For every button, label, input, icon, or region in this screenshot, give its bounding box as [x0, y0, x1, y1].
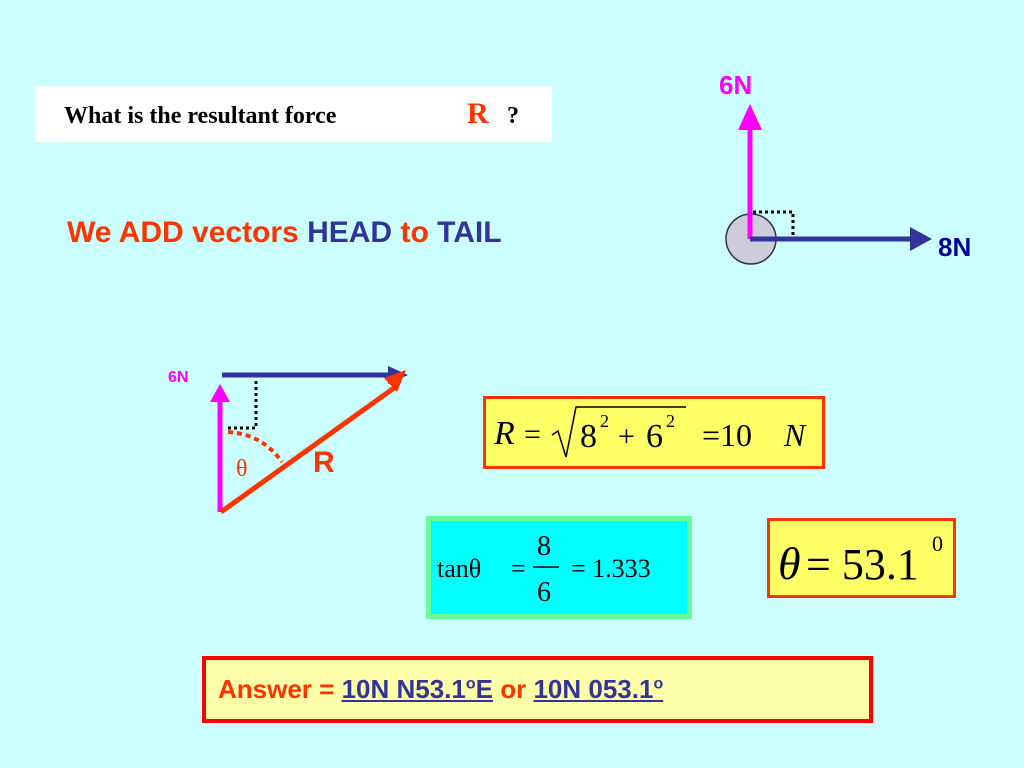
right-angle-marker	[753, 210, 795, 236]
rule-text: We ADD vectors HEAD to TAIL	[67, 216, 502, 250]
eq-tan-result: = 1.333	[571, 554, 651, 583]
rule-part4: TAIL	[437, 216, 502, 249]
vertical-arrowhead	[738, 104, 762, 130]
answer-option1-sup: o	[465, 675, 476, 693]
eq-tan-equals: =	[511, 554, 526, 583]
triangle-vector-diagram	[210, 366, 408, 515]
eq-r-equals: =	[524, 418, 541, 451]
eq-r-lhs: R	[493, 415, 515, 452]
answer-option2: 10N 053.1o	[533, 674, 663, 704]
tangent-equation: tanθ = 8 6 = 1.333	[437, 531, 651, 608]
resultant-equation-box: R = 8 2 + 6 2 =10 N	[483, 396, 825, 469]
eq-r-a-exp: 2	[600, 411, 609, 431]
answer-option1-tail: E	[475, 674, 493, 704]
horizontal-arrowhead	[910, 227, 932, 251]
angle-arc	[227, 430, 284, 464]
eq-r-b-exp: 2	[666, 411, 675, 431]
rule-part1: We ADD vectors	[67, 216, 299, 249]
resultant-label: R	[313, 446, 335, 479]
answer-option2-main: 10N 053.1	[533, 674, 654, 704]
answer-option1-main: 10N N53.1	[341, 674, 466, 704]
resultant-vector	[219, 385, 396, 515]
triangle-6n-label: 6N	[168, 369, 189, 386]
answer-option1: 10N N53.1oE	[342, 674, 493, 704]
eq-tan-num: 8	[537, 531, 551, 562]
eq-tan-fn: tanθ	[437, 554, 481, 583]
question-text: What is the resultant force	[64, 103, 337, 129]
question-box: What is the resultant force R ?	[35, 86, 552, 142]
eq-theta-value: = 53.1	[806, 540, 919, 589]
answer-box: Answer = 10N N53.1oE or 10N 053.1o	[202, 656, 873, 723]
answer-line: Answer = 10N N53.1oE or 10N 053.1o	[218, 674, 663, 705]
eq-theta-lhs: θ	[778, 538, 801, 589]
angle-result-equation: θ = 53.1 0	[778, 531, 943, 589]
eq-r-plus: +	[618, 420, 635, 453]
rule-part3: to	[400, 216, 429, 249]
eq-r-a: 8	[580, 418, 597, 455]
angle-label: θ	[236, 456, 248, 482]
top-8n-label: 8N	[938, 232, 972, 262]
rule-part2: HEAD	[307, 216, 393, 249]
question-symbol: R	[467, 97, 489, 130]
triangle-6n-arrowhead	[210, 384, 230, 402]
top-6n-label: 6N	[719, 70, 753, 100]
tangent-equation-box: tanθ = 8 6 = 1.333	[426, 516, 692, 619]
sqrt-sign	[551, 406, 686, 458]
eq-theta-exp: 0	[932, 531, 943, 556]
top-vector-diagram	[725, 104, 932, 265]
angle-result-box: θ = 53.1 0	[767, 518, 956, 598]
triangle-right-angle-marker	[228, 380, 258, 430]
eq-tan-den: 6	[537, 577, 551, 608]
resultant-equation: R = 8 2 + 6 2 =10 N	[493, 406, 807, 458]
answer-option2-sup: o	[653, 675, 664, 693]
eq-r-b: 6	[646, 418, 663, 455]
answer-prefix: Answer =	[218, 674, 335, 704]
resultant-arrowhead	[384, 370, 406, 392]
question-mark: ?	[507, 103, 519, 129]
eq-r-result: =10	[702, 417, 752, 453]
eq-r-unit: N	[783, 417, 807, 453]
answer-or: or	[500, 674, 527, 704]
